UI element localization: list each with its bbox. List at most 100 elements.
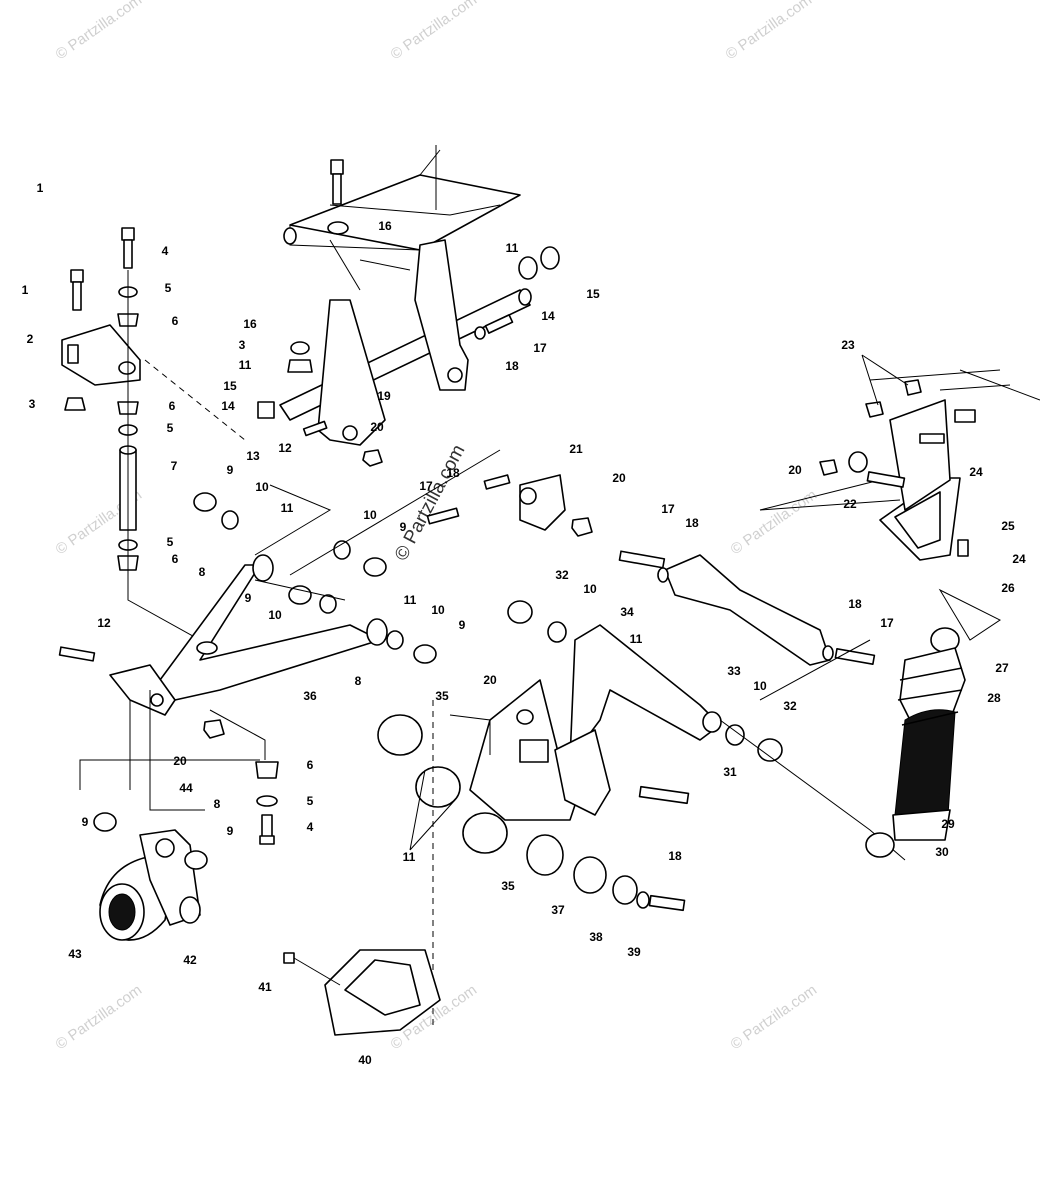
bolt-17-top (474, 314, 514, 340)
bolt-stack-lower-front (255, 761, 279, 845)
watermark-text: © Partzilla.com (723, 0, 816, 63)
callout-6: 6 (169, 399, 176, 413)
rocker-arm-right (414, 239, 469, 391)
shock-absorber (865, 627, 966, 858)
callout-4: 4 (162, 244, 169, 258)
skid-40 (283, 949, 441, 1036)
callout-5: 5 (167, 421, 174, 435)
callout-8: 8 (355, 674, 362, 688)
callout-18: 18 (848, 597, 862, 611)
bolt-17-rear-right (822, 645, 876, 666)
callout-33: 33 (727, 664, 741, 678)
callout-13: 13 (246, 449, 260, 463)
callout-15: 15 (586, 287, 600, 301)
callout-18: 18 (505, 359, 519, 373)
callout-11: 11 (630, 632, 643, 646)
callout-20: 20 (483, 673, 497, 687)
bolt-17-center (426, 474, 511, 525)
callout-20: 20 (173, 754, 187, 768)
watermark-text: © Partzilla.com (388, 0, 481, 63)
callout-17: 17 (533, 341, 547, 355)
callout-11: 11 (404, 593, 417, 607)
bolt-1-top (327, 159, 349, 235)
callout-21: 21 (569, 442, 583, 456)
nut-20-center (571, 517, 593, 537)
callout-19: 19 (377, 389, 391, 403)
callout-18: 18 (446, 466, 460, 480)
bolt-31 (638, 785, 690, 805)
callout-25: 25 (1001, 519, 1015, 533)
callout-20: 20 (370, 420, 384, 434)
leader-lines-right (759, 354, 1001, 641)
watermark-text: © Partzilla.com (53, 0, 146, 63)
callout-14: 14 (221, 399, 235, 413)
rail-frame (283, 145, 521, 291)
callout-27: 27 (995, 661, 1009, 675)
watermark-text: © Partzilla.com (53, 981, 146, 1053)
callout-32: 32 (555, 568, 569, 582)
callout-9: 9 (82, 815, 89, 829)
callout-17: 17 (419, 479, 433, 493)
callout-10: 10 (431, 603, 445, 617)
callout-10: 10 (268, 608, 282, 622)
callout-9: 9 (245, 591, 252, 605)
callout-14: 14 (541, 309, 555, 323)
callout-9: 9 (227, 463, 234, 477)
callout-35: 35 (435, 689, 449, 703)
callout-7: 7 (171, 459, 178, 473)
bolt-12-front (58, 646, 96, 662)
bushings-32-33 (507, 600, 783, 762)
trailing-arm-34 (469, 624, 721, 821)
callout-9: 9 (459, 618, 466, 632)
callout-6: 6 (172, 314, 179, 328)
callout-34: 34 (620, 605, 634, 619)
callout-12: 12 (278, 441, 292, 455)
callout-38: 38 (589, 930, 603, 944)
bracket-front-mount (109, 664, 176, 716)
callout-11: 11 (239, 358, 252, 372)
rear-bracket (664, 554, 831, 666)
mount-bracket-25 (869, 369, 1040, 561)
bolt-1-left (70, 269, 84, 311)
nut-20-top (362, 449, 383, 467)
nut-20-front (203, 719, 225, 739)
callout-44: 44 (179, 781, 193, 795)
rocker-arm-left (317, 299, 386, 446)
callout-41: 41 (258, 980, 272, 994)
callout-9: 9 (400, 520, 407, 534)
leader-lines-left (79, 449, 501, 811)
watermark-text: © Partzilla.com (728, 486, 821, 558)
callout-29: 29 (941, 817, 955, 831)
callout-16: 16 (378, 219, 392, 233)
callout-3: 3 (29, 397, 36, 411)
callout-8: 8 (199, 565, 206, 579)
callout-20: 20 (788, 463, 802, 477)
callout-36: 36 (303, 689, 317, 703)
callout-6: 6 (172, 552, 179, 566)
callout-10: 10 (363, 508, 377, 522)
callout-1: 1 (37, 181, 44, 195)
callout-24: 24 (969, 465, 983, 479)
pivot-tubes-35 (377, 714, 508, 854)
callout-8: 8 (214, 797, 221, 811)
nut-3-left (64, 397, 86, 411)
bushings-spindle (93, 812, 208, 870)
callout-31: 31 (723, 765, 737, 779)
callout-4: 4 (307, 820, 314, 834)
callout-18: 18 (685, 516, 699, 530)
lower-stack-35-39 (526, 834, 686, 912)
bracket-21 (519, 474, 566, 531)
callout-10: 10 (255, 480, 269, 494)
callout-1: 1 (22, 283, 29, 297)
callout-43: 43 (68, 947, 82, 961)
callout-5: 5 (167, 535, 174, 549)
callout-42: 42 (183, 953, 197, 967)
watermark-center-text: © Partzilla.com (391, 441, 470, 564)
callout-5: 5 (165, 281, 172, 295)
callout-30: 30 (935, 845, 949, 859)
callout-5: 5 (307, 794, 314, 808)
callout-22: 22 (843, 497, 857, 511)
callout-9: 9 (227, 824, 234, 838)
